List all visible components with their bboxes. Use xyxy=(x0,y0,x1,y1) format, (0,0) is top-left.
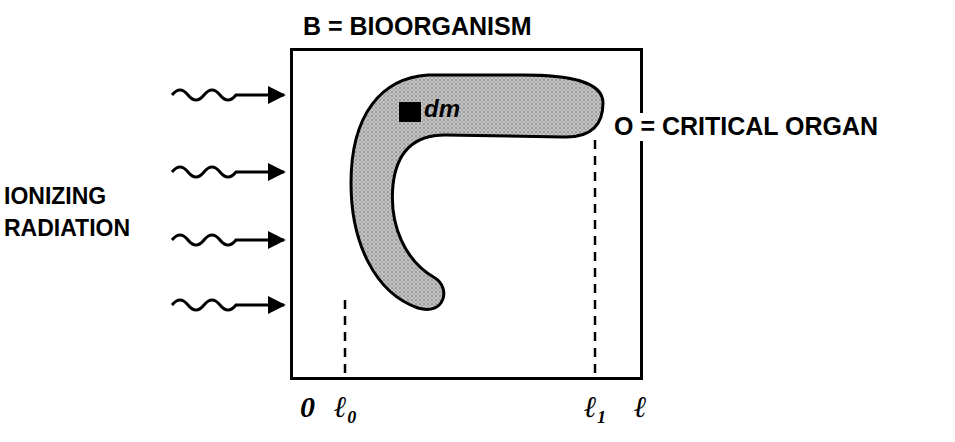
mass-label: dm xyxy=(424,96,460,122)
mass-element xyxy=(399,102,421,122)
bioorganism-box: B = BIOORGANISMO = CRITICAL ORGAN xyxy=(290,48,643,380)
critical-organ: O = CRITICAL ORGAN xyxy=(348,71,613,321)
axis-l1: ℓ₁ xyxy=(584,390,607,423)
organ-label: O = CRITICAL ORGAN xyxy=(611,113,881,141)
axis-l0: ℓ₀ xyxy=(334,390,357,423)
axis-l: ℓ xyxy=(634,390,647,423)
organism-heading: B = BIOORGANISM xyxy=(303,13,532,41)
organ-shape xyxy=(348,71,613,321)
axis-origin: 0 xyxy=(300,390,315,423)
wavy-arrows xyxy=(172,90,284,310)
radiation-label: IONIZING RADIATION xyxy=(4,180,169,244)
